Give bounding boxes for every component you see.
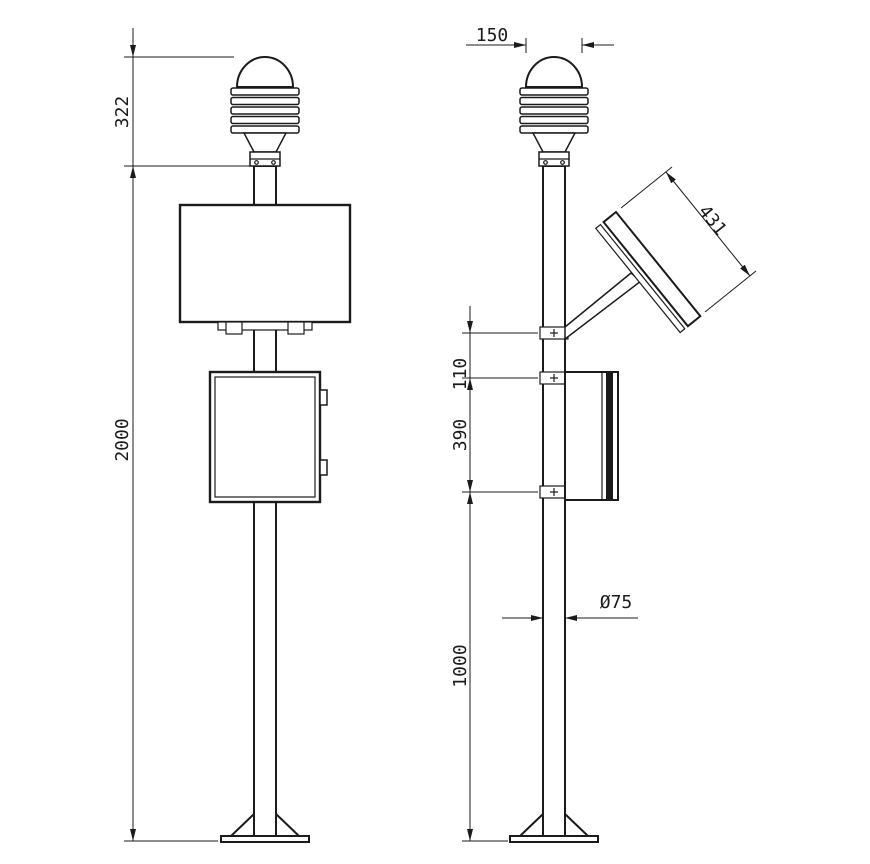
radiation-shield-sensor-side: [519, 56, 589, 167]
collar-bolt: [254, 160, 259, 165]
cabinet-hinge-bottom: [319, 459, 328, 476]
dimension-sensor-height: 322: [112, 28, 251, 167]
flange-flare-left: [519, 813, 544, 837]
panel-slab: [602, 210, 702, 328]
louver-plate: [519, 87, 589, 96]
pole-clamp-box-top: [539, 371, 569, 385]
box-door-edge: [606, 372, 613, 500]
base-flange-side: [509, 813, 599, 843]
dimension-panel-length: 431: [620, 166, 757, 313]
cabinet-door: [214, 376, 316, 498]
sensor-neck: [242, 132, 288, 153]
dim-label-150: 150: [476, 25, 509, 46]
louver-plate: [230, 96, 300, 106]
collar-bolt: [271, 160, 276, 165]
pole-clamp-box-bottom: [539, 485, 569, 499]
dim-label-diameter: Ø75: [600, 592, 633, 613]
collar-bolt: [560, 160, 565, 165]
dim-label-390: 390: [450, 419, 471, 452]
dim-label-2000: 2000: [112, 418, 133, 461]
base-flange-front: [220, 813, 310, 843]
side-view: 150 431 110 390 1000 Ø75: [450, 25, 757, 843]
cabinet-hinge-top: [319, 389, 328, 406]
display-panel-front: [178, 203, 352, 324]
bracket-clamp-right: [287, 321, 305, 335]
radiation-shield-sensor-front: [230, 56, 300, 167]
dimension-line: [665, 171, 751, 277]
louver-plate: [230, 125, 300, 134]
panel-back-rail: [594, 223, 686, 334]
dim-label-110: 110: [450, 358, 471, 391]
louver-plate: [230, 115, 300, 125]
dimension-total-height: 2000: [112, 166, 218, 842]
pole-clamps: [539, 326, 569, 499]
extension-line: [620, 166, 673, 209]
flange-flare-right: [275, 813, 300, 837]
louver-plate: [519, 125, 589, 134]
dome-cap: [524, 56, 584, 88]
front-view: 322 2000: [112, 28, 352, 843]
dim-label-431: 431: [694, 201, 731, 239]
solar-panel-side: [594, 210, 702, 334]
dim-label-322: 322: [112, 96, 133, 129]
flange-flare-right: [564, 813, 589, 837]
flange-flare-left: [230, 813, 255, 837]
collar-bolt: [543, 160, 548, 165]
dimension-sensor-width: 150: [466, 25, 614, 53]
dimension-chain-left: 110 390 1000: [450, 306, 538, 842]
cabinet-body: [208, 370, 322, 504]
louver-plate: [230, 106, 300, 115]
dimension-pole-diameter: Ø75: [502, 592, 638, 621]
extension-line: [704, 270, 757, 313]
louver-plate: [519, 115, 589, 125]
louver-plate: [230, 87, 300, 96]
pole-side: [542, 165, 566, 837]
sensor-neck: [531, 132, 577, 153]
louver-plate: [519, 96, 589, 106]
bracket-clamp-left: [225, 321, 243, 335]
dim-label-1000: 1000: [450, 644, 471, 687]
panel-strut: [564, 272, 643, 341]
control-cabinet-front: [208, 370, 328, 504]
base-plate: [220, 835, 310, 843]
pole-clamp-strut: [539, 326, 569, 340]
dome-cap: [235, 56, 295, 88]
bracket-bar: [217, 321, 313, 331]
base-plate: [509, 835, 599, 843]
equipment-box-side: [564, 371, 619, 501]
louver-plate: [519, 106, 589, 115]
panel-mount-bracket: [217, 321, 313, 335]
